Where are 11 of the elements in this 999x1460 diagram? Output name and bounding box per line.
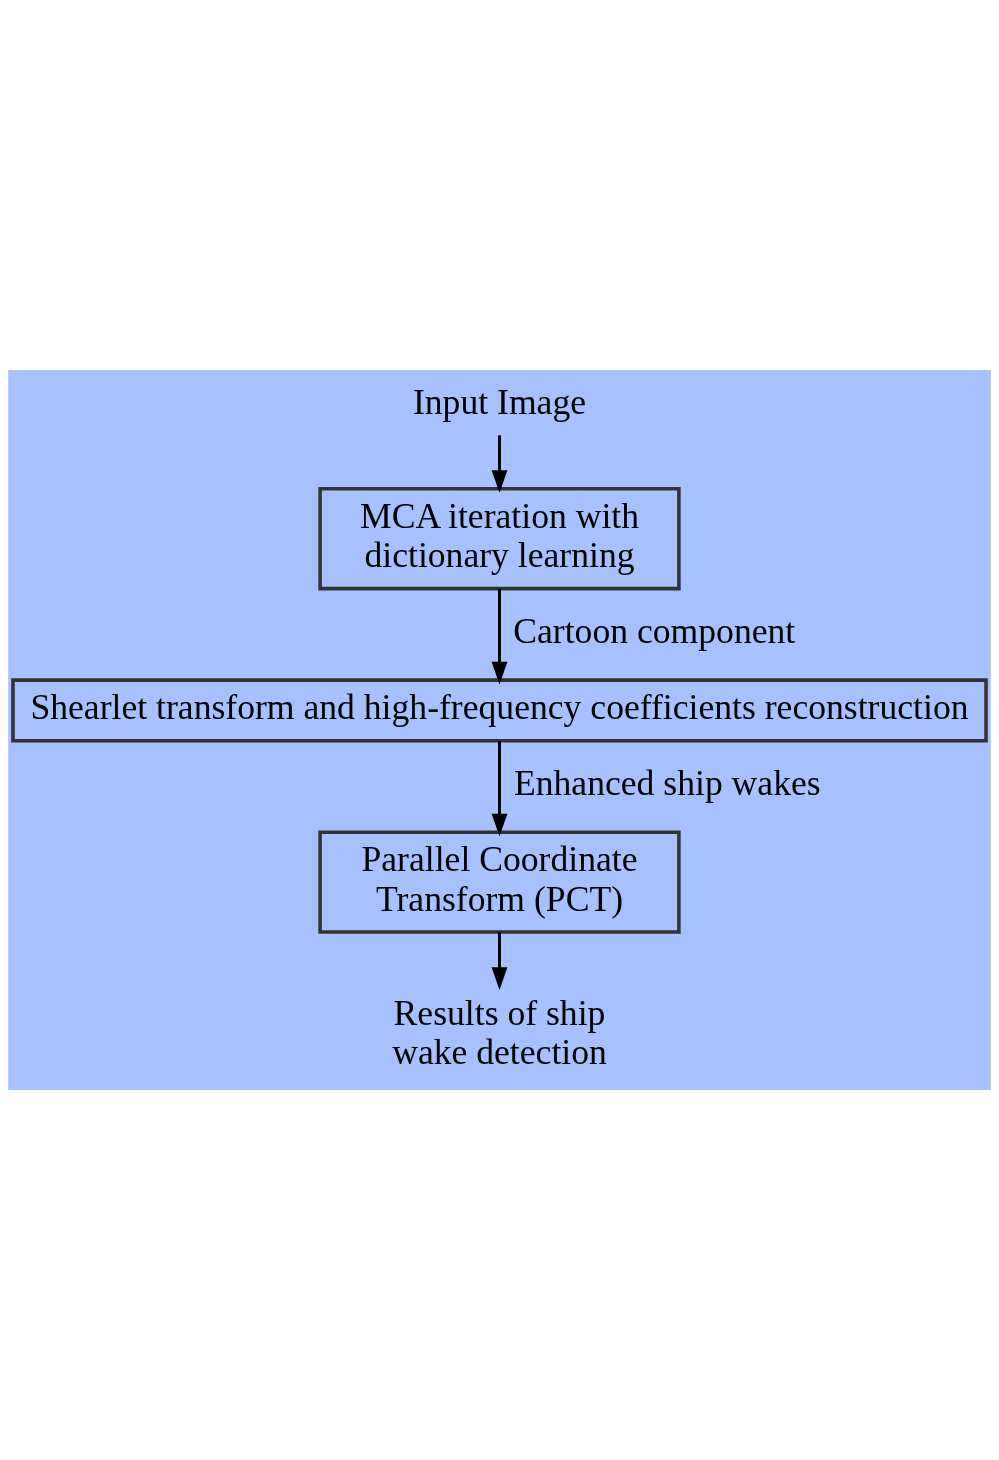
node-box: MCA iteration with dictionary learning	[318, 487, 681, 591]
node-box: Shearlet transform and high-frequency coefficients reconstruction	[11, 678, 988, 743]
edge-label: Enhanced ship wakes	[513, 763, 821, 804]
node-box: Parallel Coordinate Transform (PCT)	[318, 830, 681, 934]
arrow	[491, 741, 508, 837]
arrow	[491, 932, 508, 990]
arrow	[491, 435, 508, 493]
node-text: Results of ship wake detection	[392, 992, 607, 1072]
edge-label: Cartoon component	[513, 611, 796, 652]
node-text: Input Image	[412, 381, 587, 422]
arrow	[491, 588, 508, 685]
